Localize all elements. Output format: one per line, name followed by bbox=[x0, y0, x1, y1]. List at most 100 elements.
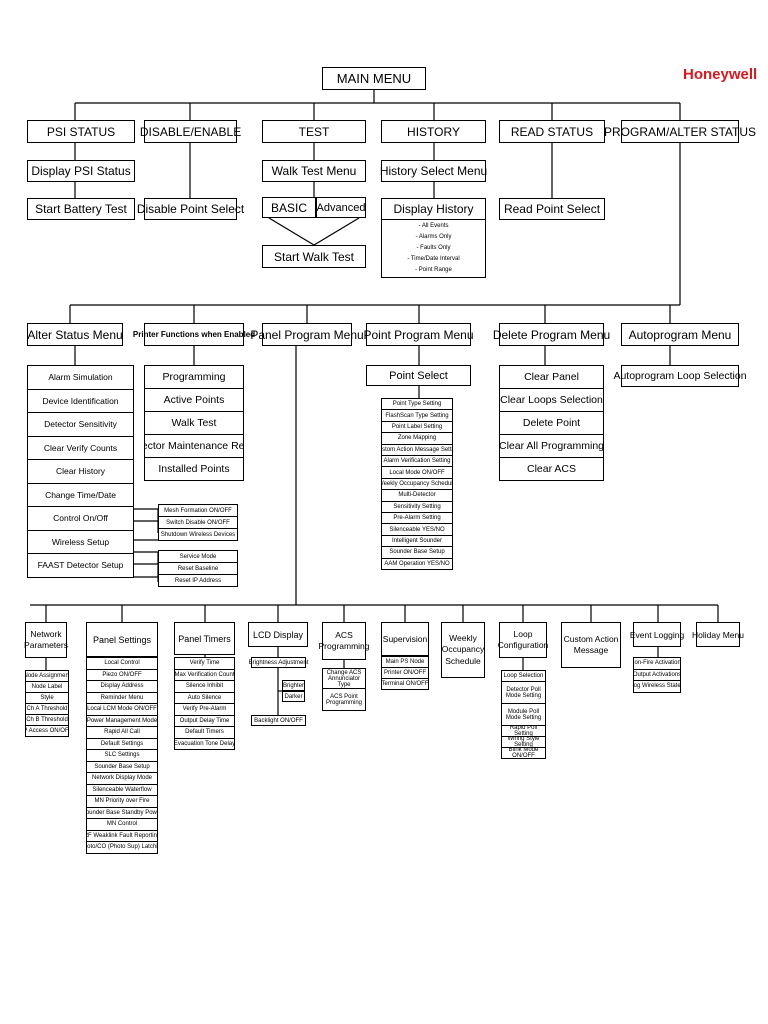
level1-read-status-button[interactable]: READ STATUS bbox=[499, 120, 605, 143]
display-psi-status-button[interactable]: Display PSI Status bbox=[27, 160, 135, 182]
alter-status-item[interactable]: FAAST Detector Setup bbox=[27, 553, 134, 578]
supervision-button[interactable]: Supervision bbox=[381, 622, 429, 656]
panel-timer-item[interactable]: Evacuation Tone Delay bbox=[174, 737, 235, 750]
level1-disable-enable-button[interactable]: DISABLE/ENABLE bbox=[140, 120, 241, 143]
loop-item-item[interactable]: Module Poll Mode Setting bbox=[501, 703, 546, 726]
point-select-button[interactable]: Point Select bbox=[366, 365, 471, 386]
history-option[interactable]: - Time/Date Interval bbox=[407, 256, 460, 262]
advanced-button-label: Advanced bbox=[316, 201, 366, 214]
delete-program-menu-button-label: Delete Program Menu bbox=[492, 327, 611, 342]
basic-button[interactable]: BASIC bbox=[262, 197, 316, 218]
backlight-item[interactable]: Backlight ON/OFF bbox=[251, 715, 306, 726]
holiday-menu-button-label: Holiday Menu bbox=[692, 629, 744, 640]
acs-item-item[interactable]: Change ACS Annunciator Type bbox=[322, 668, 366, 689]
brighter-item[interactable]: Brighter bbox=[282, 680, 305, 691]
wireless-setup-item[interactable]: Shutdown Wireless Devices bbox=[158, 528, 238, 541]
alter-status-menu-button[interactable]: Alter Status Menu bbox=[27, 323, 123, 346]
delete-program-item[interactable]: Clear ACS bbox=[499, 457, 604, 481]
faast-setup-item[interactable]: Reset IP Address bbox=[158, 574, 238, 587]
acs-programming-button-label: ACS Programming bbox=[318, 629, 370, 651]
autoprogram-loop-selection-button[interactable]: Autoprogram Loop Selection bbox=[613, 365, 747, 387]
loop-item-item[interactable]: Detector Poll Mode Setting bbox=[501, 681, 546, 704]
main-menu-box-label: MAIN MENU bbox=[336, 71, 412, 86]
supervision-item-item[interactable]: Printer ON/OFF bbox=[381, 667, 429, 679]
point-program-item[interactable]: Zone Mapping bbox=[381, 432, 453, 445]
custom-action-message-button[interactable]: Custom Action Message bbox=[561, 622, 621, 668]
brighter-item-label: Brighter bbox=[283, 682, 305, 689]
autoprogram-menu-button[interactable]: Autoprogram Menu bbox=[621, 323, 739, 346]
acs-programming-button[interactable]: ACS Programming bbox=[319, 622, 370, 660]
delete-program-item[interactable]: Delete Point bbox=[499, 411, 604, 435]
printer-function-item[interactable]: Installed Points bbox=[144, 457, 244, 481]
delete-program-item[interactable]: Clear Panel bbox=[499, 365, 604, 389]
alter-status-item[interactable]: Alarm Simulation bbox=[27, 365, 134, 390]
delete-program-item[interactable]: Clear All Programming bbox=[499, 434, 604, 458]
disable-point-select-button[interactable]: Disable Point Select bbox=[137, 198, 244, 220]
panel-timer-item[interactable]: Max Verification Count bbox=[174, 668, 235, 681]
read-point-select-button[interactable]: Read Point Select bbox=[499, 198, 605, 220]
printer-functions-button[interactable]: Printer Functions when Enabled bbox=[133, 323, 255, 346]
autoprogram-menu-button-label: Autoprogram Menu bbox=[628, 327, 732, 342]
panel-settings-button[interactable]: Panel Settings bbox=[86, 622, 158, 657]
acs-item-item[interactable]: ACS Point Programming bbox=[322, 688, 366, 711]
holiday-menu-button[interactable]: Holiday Menu bbox=[692, 622, 744, 647]
alter-status-item[interactable]: Detector Sensitivity bbox=[27, 412, 134, 437]
display-history-button[interactable]: Display History bbox=[381, 198, 486, 220]
connector-line bbox=[268, 217, 315, 246]
network-parameters-button[interactable]: Network Parameters bbox=[24, 622, 68, 658]
backlight-item-label: Backlight ON/OFF bbox=[254, 717, 303, 724]
walk-test-menu-button[interactable]: Walk Test Menu bbox=[262, 160, 366, 182]
alter-status-item[interactable]: Change Time/Date bbox=[27, 482, 134, 507]
event-logging-button[interactable]: Event Logging bbox=[629, 622, 685, 647]
level1-psi-status-button[interactable]: PSI STATUS bbox=[27, 120, 135, 143]
lcd-display-button[interactable]: LCD Display bbox=[248, 622, 308, 647]
network-parameters-button-label: Network Parameters bbox=[24, 628, 68, 650]
basic-button-label: BASIC bbox=[270, 200, 307, 215]
printer-function-item[interactable]: Active Points bbox=[144, 388, 244, 412]
event-logging-item-item[interactable]: Log Wireless States bbox=[633, 680, 681, 693]
point-program-menu-button[interactable]: Point Program Menu bbox=[363, 323, 474, 346]
darker-item-label: Darker bbox=[284, 693, 303, 700]
history-option[interactable]: - Point Range bbox=[415, 267, 452, 273]
panel-setting-item[interactable]: Rapid All Call bbox=[86, 726, 158, 739]
loop-configuration-button[interactable]: Loop Configuration bbox=[498, 622, 548, 658]
point-select-button-label: Point Select bbox=[389, 369, 448, 382]
history-select-menu-button[interactable]: History Select Menu bbox=[380, 160, 487, 182]
panel-setting-item[interactable]: Photo/CO (Photo Sup) Latching bbox=[86, 841, 158, 854]
weekly-occupancy-schedule-button-label: Weekly Occupancy Schedule bbox=[441, 633, 485, 666]
brightness-adjustment-item[interactable]: Brightness Adjustment bbox=[249, 657, 308, 668]
alter-status-item[interactable]: Wireless Setup bbox=[27, 529, 134, 554]
start-battery-test-button[interactable]: Start Battery Test bbox=[27, 198, 135, 220]
darker-item[interactable]: Darker bbox=[282, 691, 305, 702]
alter-status-item[interactable]: Device Identification bbox=[27, 388, 134, 413]
start-walk-test-button[interactable]: Start Walk Test bbox=[262, 245, 366, 268]
level1-program-alter-status-button[interactable]: PROGRAM/ALTER STATUS bbox=[604, 120, 756, 143]
alter-status-item[interactable]: Control On/Off bbox=[27, 506, 134, 531]
level1-history-button[interactable]: HISTORY bbox=[381, 120, 486, 143]
advanced-button[interactable]: Advanced bbox=[316, 197, 366, 218]
printer-function-item[interactable]: Walk Test bbox=[144, 411, 244, 435]
panel-program-menu-button[interactable]: Panel Program Menu bbox=[250, 323, 364, 346]
printer-function-item[interactable]: Detector Maintenance Report bbox=[144, 434, 244, 458]
history-option[interactable]: - Alarms Only bbox=[415, 234, 452, 240]
main-menu-box[interactable]: MAIN MENU bbox=[322, 67, 426, 90]
loop-item-item[interactable]: Blink Mode ON/OFF bbox=[501, 747, 546, 759]
walk-test-menu-button-label: Walk Test Menu bbox=[271, 164, 357, 178]
panel-timers-button[interactable]: Panel Timers bbox=[174, 622, 235, 655]
network-parameter-item[interactable]: IP Access ON/OFF bbox=[25, 725, 69, 737]
delete-program-item[interactable]: Clear Loops Selection bbox=[499, 388, 604, 412]
event-logging-button-label: Event Logging bbox=[629, 629, 685, 640]
start-battery-test-button-label: Start Battery Test bbox=[35, 202, 127, 216]
supervision-item-item[interactable]: Terminal ON/OFF bbox=[381, 678, 429, 690]
level1-test-button[interactable]: TEST bbox=[262, 120, 366, 143]
point-program-menu-button-label: Point Program Menu bbox=[363, 327, 474, 342]
weekly-occupancy-schedule-button[interactable]: Weekly Occupancy Schedule bbox=[441, 622, 485, 678]
history-option[interactable]: - All Events bbox=[418, 223, 449, 229]
history-option[interactable]: - Faults Only bbox=[416, 245, 451, 251]
honeywell-logo: Honeywell bbox=[683, 66, 758, 83]
printer-function-item[interactable]: Programming bbox=[144, 365, 244, 389]
alter-status-item[interactable]: Clear History bbox=[27, 459, 134, 484]
point-program-item[interactable]: AAM Operation YES/NO bbox=[381, 557, 453, 570]
alter-status-item[interactable]: Clear Verify Counts bbox=[27, 435, 134, 460]
delete-program-menu-button[interactable]: Delete Program Menu bbox=[493, 323, 610, 346]
